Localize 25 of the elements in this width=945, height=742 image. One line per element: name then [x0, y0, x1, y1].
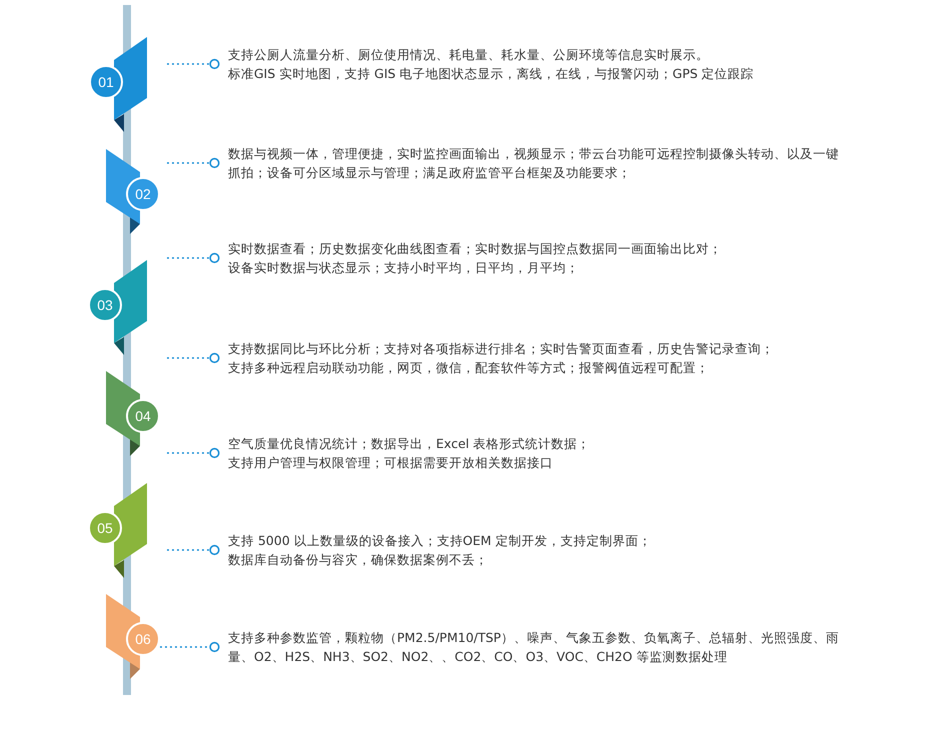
description-text: 实时数据查看；历史数据变化曲线图查看；实时数据与国控点数据同一画面输出比对； — [228, 240, 723, 258]
dotted-connector — [167, 448, 220, 458]
dotted-connector — [167, 158, 220, 168]
description-text: 支持用户管理与权限管理；可根据需要开放相关数据接口 — [228, 454, 554, 472]
dotted-connector — [167, 352, 220, 364]
description-text: 数据与视频一体，管理便捷，实时监控画面输出，视频显示；带云台功能可远程控制摄像头转动、以及一键抓拍；设备可分区域显示与管理；满足政府监管平台框架及功能要求； — [228, 145, 840, 182]
description-text: 数据库自动备份与容灾，确保数据案例不丢； — [228, 551, 489, 569]
description-text: 支持公厕人流量分析、厕位使用情况、耗电量、耗水量、公厕环境等信息实时展示。 — [228, 46, 710, 64]
description-text: 支持 5000 以上数量级的设备接入；支持OEM 定制开发，支持定制界面； — [228, 532, 652, 550]
description-text: 设备实时数据与状态显示；支持小时平均，日平均，月平均； — [228, 259, 580, 277]
number-badge: 06 — [126, 622, 160, 656]
number-badge: 05 — [88, 511, 122, 545]
description-text: 支持多种参数监管，颗粒物（PM2.5/PM10/TSP）、噪声、气象五参数、负氧离子、总辐射、光照强度、雨量、O2、H2S、NH3、SO2、NO2、、CO2、CO、O3、VOC、CH2O 等监测数据处理 — [228, 629, 840, 666]
dotted-connector — [160, 642, 220, 652]
dotted-connector — [167, 58, 220, 70]
dotted-connector — [167, 544, 220, 556]
description-text: 支持多种远程启动联动功能，网页，微信，配套软件等方式；报警阀值远程可配置； — [228, 359, 710, 377]
number-badge: 02 — [126, 177, 160, 211]
dotted-connector — [167, 252, 220, 264]
description-text: 空气质量优良情况统计；数据导出，Excel 表格形式统计数据； — [228, 435, 592, 453]
number-badge: 03 — [88, 288, 122, 322]
description-text: 标准GIS 实时地图，支持 GIS 电子地图状态显示，离线，在线，与报警闪动；GPS 定位跟踪 — [228, 65, 755, 83]
number-badge: 04 — [126, 399, 160, 433]
description-text: 支持数据同比与环比分析；支持对各项指标进行排名；实时告警页面查看，历史告警记录查询； — [228, 340, 775, 358]
number-badge: 01 — [89, 65, 123, 99]
